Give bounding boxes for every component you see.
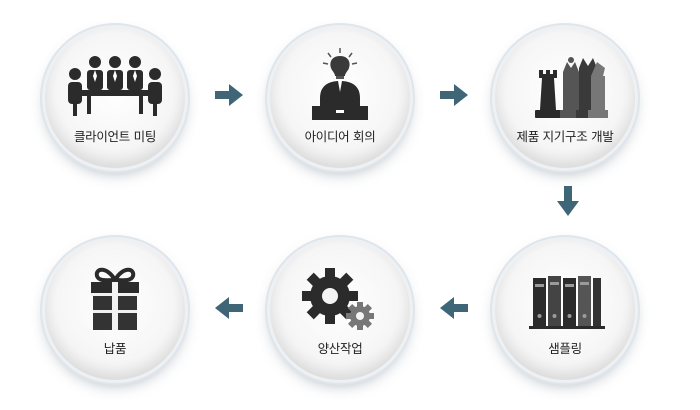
arrow-left-icon [215,297,243,319]
binders-icon [529,276,605,329]
step-client-meeting: 클라이언트 미팅 [45,28,185,168]
meeting-people-icon [68,56,162,116]
step-product-structure-development: 제품 지기구조 개발 [495,28,635,168]
arrow-left-icon [440,297,468,319]
idea-person-lightbulb-icon [312,48,368,120]
gears-icon [302,268,374,330]
arrow-right-icon [215,84,243,106]
arrow-down-icon [557,186,579,216]
step-label: 아이디어 회의 [304,129,376,144]
gift-box-icon [91,267,139,330]
step-label: 제품 지기구조 개발 [516,129,614,144]
step-label: 양산작업 [317,341,363,356]
step-sampling: 샘플링 [495,240,635,380]
step-label: 샘플링 [548,341,582,356]
step-delivery: 납품 [45,240,185,380]
step-mass-production: 양산작업 [270,240,410,380]
step-idea-meeting: 아이디어 회의 [270,28,410,168]
step-label: 납품 [103,341,127,356]
step-label: 클라이언트 미팅 [73,129,157,144]
chess-pieces-icon [535,57,608,118]
arrow-right-icon [440,84,468,106]
